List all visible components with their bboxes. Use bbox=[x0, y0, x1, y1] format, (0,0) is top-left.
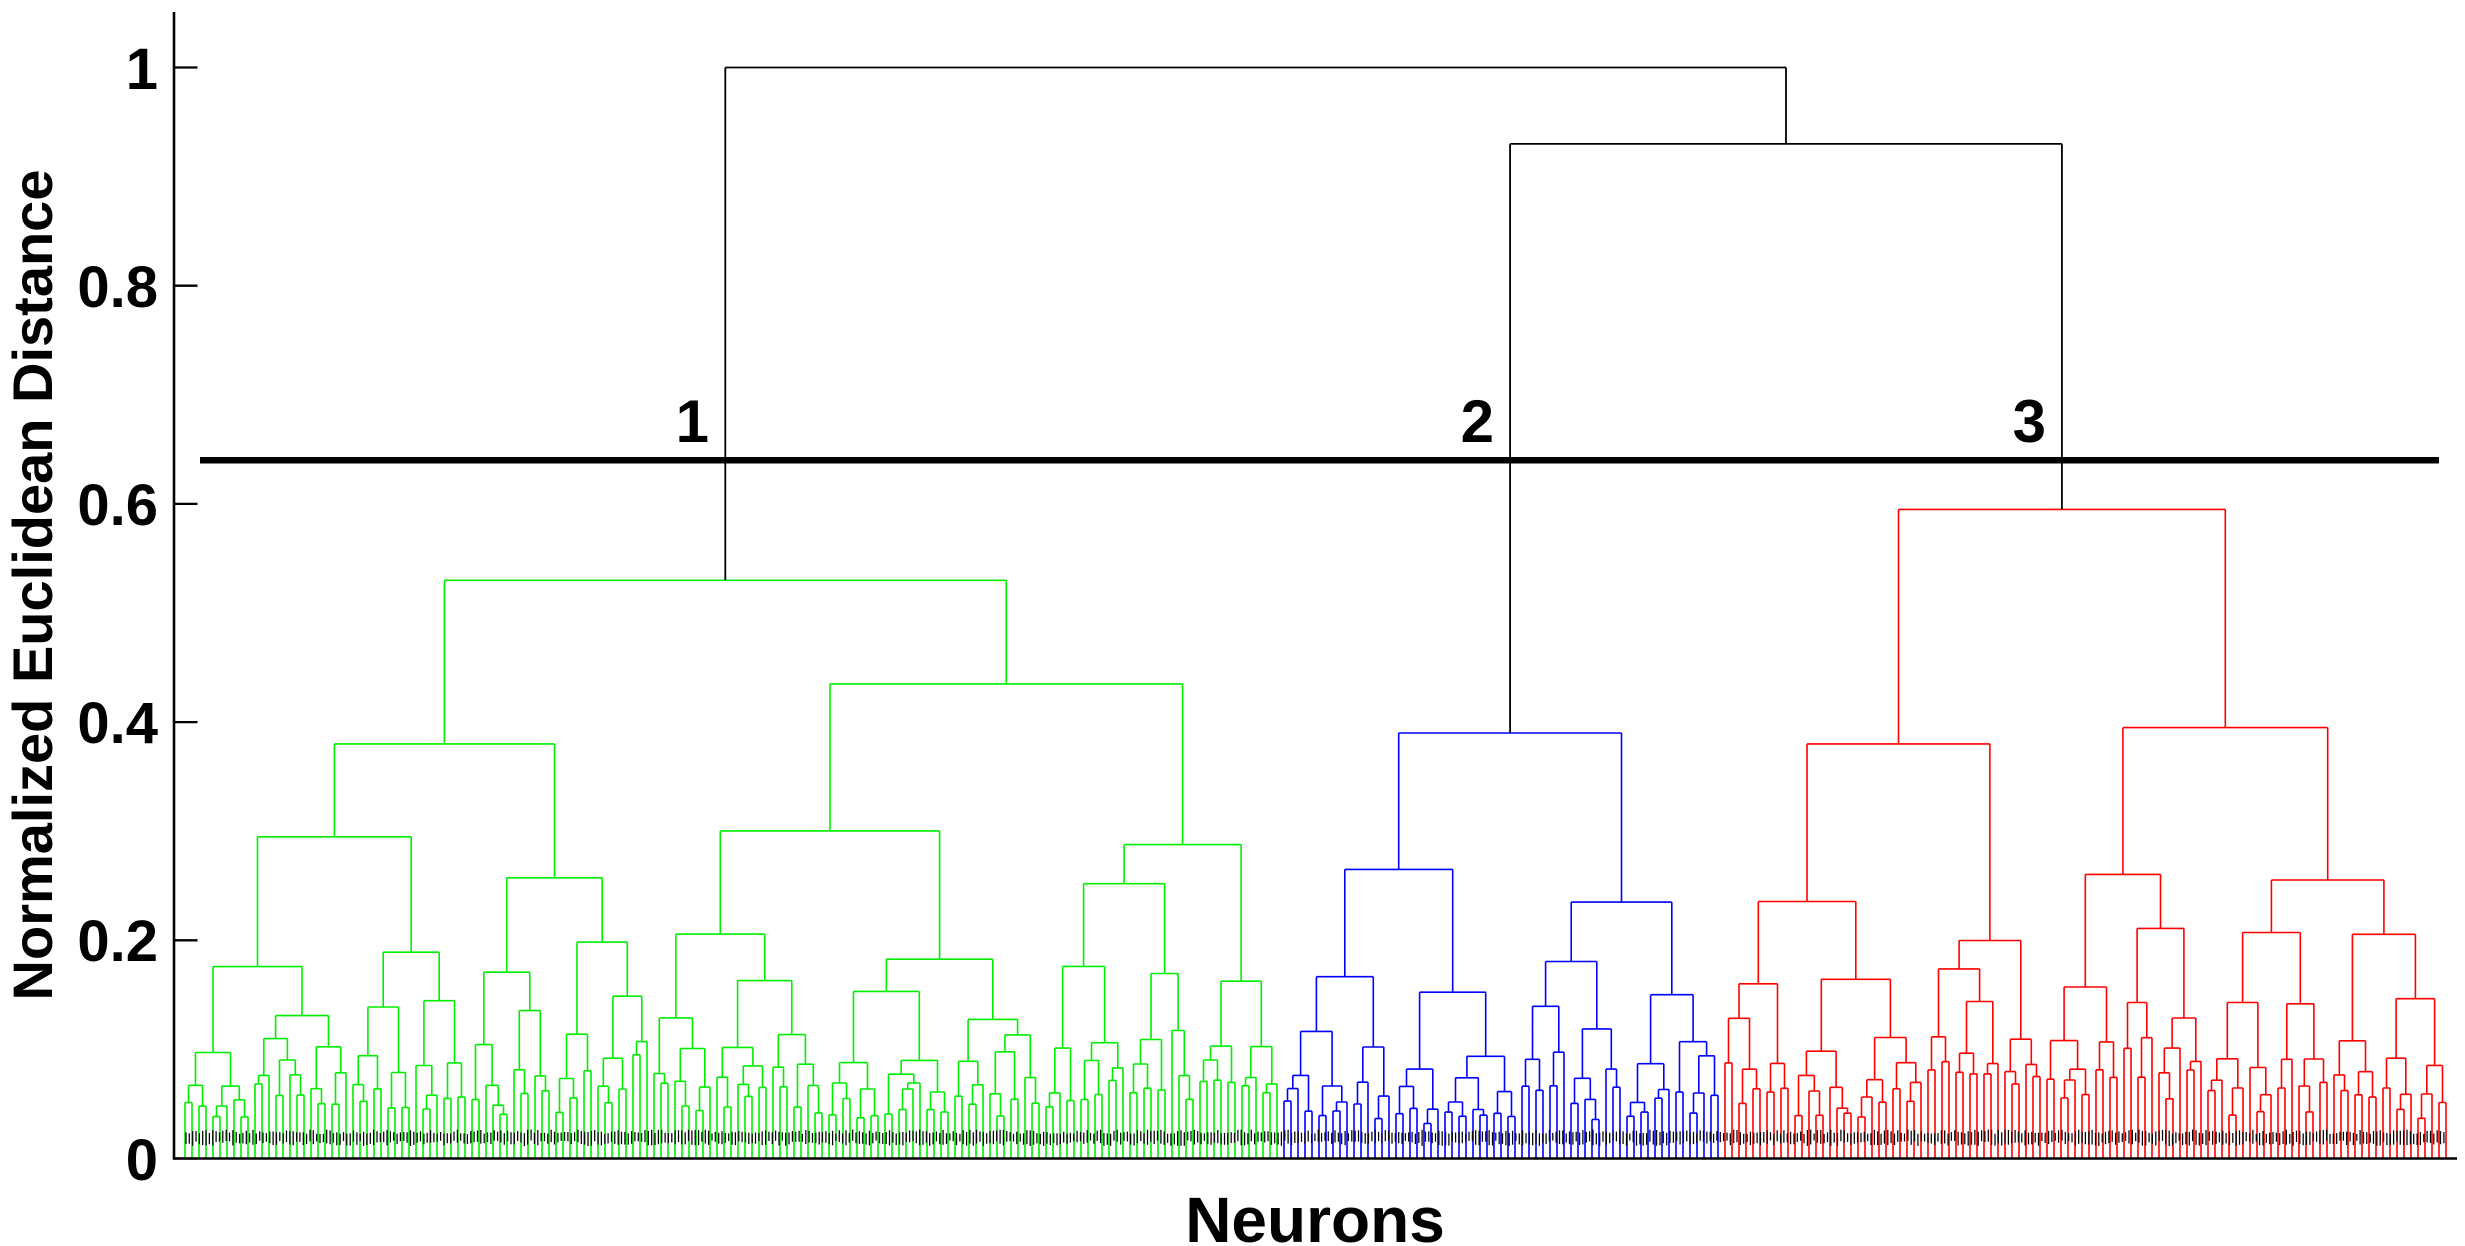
x-axis-label: Neurons bbox=[1185, 1184, 1445, 1246]
ytick-label-0p2: 0.2 bbox=[77, 909, 158, 974]
dendrogram-links-layer bbox=[184, 66, 2447, 1159]
ytick-label-1: 1 bbox=[126, 37, 158, 102]
cluster-3-links bbox=[1724, 508, 2447, 1159]
cluster-1-label: 1 bbox=[676, 388, 709, 455]
cluster-2-label: 2 bbox=[1461, 388, 1494, 455]
ytick-label-0p4: 0.4 bbox=[77, 691, 158, 756]
above-threshold-links bbox=[724, 66, 2063, 733]
y-axis-label: Normalized Euclidean Distance bbox=[1, 170, 64, 1001]
ytick-label-0p8: 0.8 bbox=[77, 255, 158, 320]
ytick-label-0: 0 bbox=[126, 1128, 158, 1193]
cluster-2-links bbox=[1283, 732, 1719, 1159]
leaf-labels-illegible bbox=[185, 1129, 2445, 1146]
axes-layer bbox=[172, 12, 2457, 1160]
cluster-1-links bbox=[184, 579, 1278, 1159]
cluster-3-label: 3 bbox=[2013, 388, 2046, 455]
ytick-label-0p6: 0.6 bbox=[77, 473, 158, 538]
y-tick-labels: 0 0.2 0.4 0.6 0.8 1 bbox=[77, 37, 158, 1193]
leaf-label-band bbox=[185, 1129, 2445, 1146]
